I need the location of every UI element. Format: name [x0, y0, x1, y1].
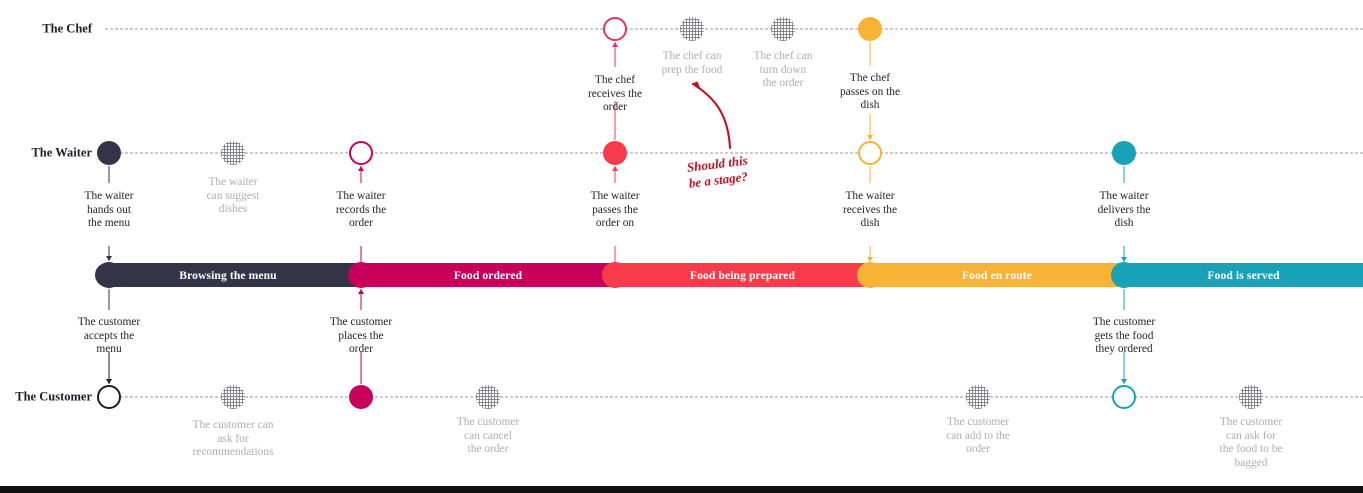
- caption-customer-gets: The customer gets the food they ordered: [1092, 316, 1156, 356]
- connector-c1: [108, 166, 110, 183]
- connector-c14: [869, 114, 871, 140]
- connector-c7: [360, 289, 362, 310]
- caption-waiter-suggest: The waiter can suggest dishes: [206, 176, 260, 216]
- connector-c11: [614, 166, 616, 183]
- waiter-records-order-node[interactable]: [349, 141, 373, 165]
- caption-chef-prep: The chef can prep the food: [661, 50, 723, 76]
- footer-rule: [0, 486, 1363, 493]
- arrow-down-icon: [106, 378, 112, 384]
- customer-recommendations-node[interactable]: [221, 385, 245, 409]
- stage-node-3[interactable]: [857, 262, 883, 288]
- connector-c10: [614, 101, 616, 140]
- connector-c18: [1123, 246, 1125, 262]
- arrow-down-icon: [867, 134, 873, 140]
- caption-waiter-records: The waiter records the order: [335, 190, 387, 230]
- stage-segment-0[interactable]: Browsing the menu: [95, 263, 361, 287]
- stage-segment-label: Food is served: [1207, 268, 1280, 282]
- stage-segment-label: Food en route: [961, 268, 1032, 282]
- stage-segment-3[interactable]: Food en route: [870, 263, 1124, 287]
- connector-c2: [108, 246, 110, 261]
- customer-places-order-node[interactable]: [349, 385, 373, 409]
- connector-c6: [360, 246, 362, 262]
- caption-customer-accepts: The customer accepts the menu: [77, 316, 141, 356]
- connector-c8: [360, 352, 362, 384]
- customer-bag-food-node[interactable]: [1239, 385, 1263, 409]
- lane-line-waiter: [105, 152, 1363, 154]
- stage-node-4[interactable]: [1111, 262, 1137, 288]
- lane-line-chef: [105, 28, 1363, 30]
- arrow-up-icon: [612, 42, 618, 47]
- caption-customer-places: The customer places the order: [329, 316, 393, 356]
- lane-label-chef: The Chef: [42, 21, 92, 36]
- connector-c20: [1123, 352, 1125, 384]
- stage-segment-label: Food ordered: [453, 268, 523, 282]
- caption-chef-passes: The chef passes on the dish: [839, 72, 901, 112]
- connector-c4: [108, 352, 110, 384]
- arrow-up-icon: [612, 166, 618, 171]
- stage-segment-2[interactable]: Food being prepared: [615, 263, 870, 287]
- waiter-hands-menu-node[interactable]: [97, 141, 121, 165]
- customer-accepts-menu-node[interactable]: [97, 385, 121, 409]
- waiter-suggest-dishes-node[interactable]: [221, 141, 245, 165]
- lane-label-waiter: The Waiter: [31, 145, 92, 160]
- waiter-delivers-dish-node[interactable]: [1112, 141, 1136, 165]
- connector-c5: [360, 166, 362, 183]
- connector-c13: [869, 42, 871, 66]
- chef-turn-down-order-node[interactable]: [771, 17, 795, 41]
- connector-c15: [869, 166, 871, 183]
- caption-customer-recommend: The customer can ask for recommendations: [192, 419, 274, 459]
- customer-gets-food-node[interactable]: [1112, 385, 1136, 409]
- connector-c19: [1123, 289, 1125, 310]
- arrow-down-icon: [106, 255, 112, 261]
- connector-c16: [869, 246, 871, 262]
- lane-line-customer: [105, 396, 1363, 398]
- arrow-down-icon: [1121, 378, 1127, 384]
- annotation-text: Should this be a stage?: [686, 152, 749, 191]
- stage-segment-label: Browsing the menu: [179, 268, 277, 282]
- connector-c3: [108, 289, 110, 310]
- caption-customer-add: The customer can add to the order: [946, 416, 1010, 456]
- caption-waiter-delivers: The waiter delivers the dish: [1097, 190, 1151, 230]
- stage-segment-4[interactable]: Food is served: [1124, 263, 1363, 287]
- caption-chef-receives: The chef receives the order: [587, 74, 643, 114]
- caption-customer-bag: The customer can ask for the food to be …: [1219, 416, 1283, 469]
- connector-c12: [614, 246, 616, 262]
- stage-segment-label: Food being prepared: [689, 268, 796, 282]
- customer-add-to-order-node[interactable]: [966, 385, 990, 409]
- arrow-up-icon: [358, 289, 364, 294]
- chef-passes-dish-node[interactable]: [858, 17, 882, 41]
- stage-node-2[interactable]: [602, 262, 628, 288]
- waiter-passes-order-node[interactable]: [603, 141, 627, 165]
- annotation-arrow-icon: [691, 81, 732, 150]
- connector-c17: [1123, 166, 1125, 183]
- waiter-receives-dish-node[interactable]: [858, 141, 882, 165]
- caption-chef-turn-down: The chef can turn down the order: [753, 50, 813, 90]
- caption-customer-cancel: The customer can cancel the order: [456, 416, 520, 456]
- caption-waiter-receives: The waiter receives the dish: [842, 190, 898, 230]
- connector-c9: [614, 42, 616, 67]
- arrow-up-icon: [358, 166, 364, 171]
- stage-node-0[interactable]: [96, 262, 122, 288]
- arrow-down-icon: [1121, 256, 1127, 262]
- chef-prep-food-node[interactable]: [680, 17, 704, 41]
- lane-label-customer: The Customer: [15, 389, 92, 404]
- caption-waiter-passes: The waiter passes the order on: [590, 190, 640, 230]
- caption-waiter-hands: The waiter hands out the menu: [84, 190, 134, 230]
- stage-node-1[interactable]: [348, 262, 374, 288]
- chef-receives-order-node[interactable]: [603, 17, 627, 41]
- stage-segment-1[interactable]: Food ordered: [361, 263, 615, 287]
- customer-cancel-order-node[interactable]: [476, 385, 500, 409]
- arrow-down-icon: [867, 256, 873, 262]
